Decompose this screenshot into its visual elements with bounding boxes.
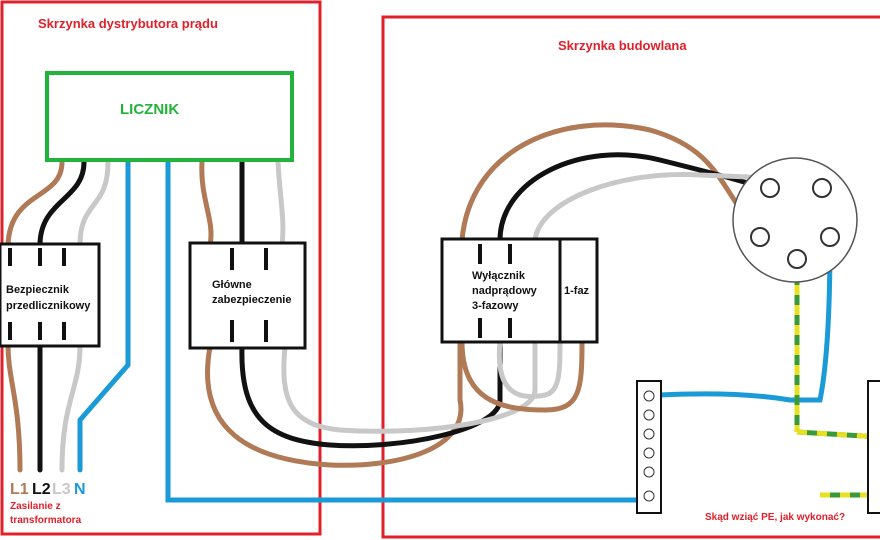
terminal-6 [643, 490, 655, 502]
main-protection-label-1: Główne [212, 279, 252, 291]
pre-fuse-contact-6 [62, 322, 66, 340]
terminal-1 [643, 390, 655, 402]
wire-n-in [77, 159, 131, 473]
pre-fuse-contact-4 [8, 322, 12, 340]
wire-pe-horizontal-yellow [796, 429, 880, 440]
single-phase-label: 1-faz [564, 285, 590, 297]
breaker-contact-3 [478, 318, 482, 338]
meter-label: LICZNIK [120, 101, 179, 118]
breaker-label-3: 3-fazowy [472, 300, 519, 312]
main-contact-4 [264, 320, 268, 342]
construction-box [381, 15, 880, 539]
wire-breaker-loop-brown [459, 339, 585, 413]
wire-l1-supply [5, 342, 23, 473]
pre-fuse-contact-2 [38, 248, 42, 266]
wire-meter-main-grey [275, 159, 286, 248]
terminal-3 [643, 428, 655, 440]
main-contact-2 [264, 248, 268, 270]
label-n: N [74, 481, 86, 498]
main-protection-label-2: zabezpieczenie [212, 294, 291, 306]
socket-pin-pe [787, 249, 807, 269]
terminal-2 [643, 409, 655, 421]
wire-breaker-socket-brown [459, 122, 763, 243]
main-contact-1 [230, 248, 234, 270]
label-l2: L2 [32, 481, 51, 498]
supply-note-1: Zasilanie z [10, 501, 61, 512]
socket-pin-right [820, 227, 840, 247]
breaker-contact-1 [478, 244, 482, 264]
breaker-contact-4 [508, 318, 512, 338]
breaker-label-2: nadprądowy [472, 285, 538, 297]
terminal-5 [643, 466, 655, 478]
pre-fuse-label-1: Bezpiecznik [6, 284, 70, 296]
construction-box-title: Skrzynka budowlana [558, 38, 687, 53]
pre-meter-fuse-box [0, 242, 101, 348]
wire-l3-in [77, 159, 111, 248]
wire-l1-in [5, 159, 65, 248]
pre-fuse-contact-3 [62, 248, 66, 266]
wire-n-terminal [165, 159, 643, 503]
meter-box [45, 71, 294, 162]
wire-terminal-socket-blue [657, 237, 833, 403]
breaker-label-1: Wyłącznik [472, 270, 526, 282]
pre-fuse-label-2: przedlicznikowy [6, 300, 91, 312]
distributor-box-title: Skrzynka dystrybutora prądu [38, 16, 218, 31]
pe-terminal-strip [867, 380, 880, 514]
breaker-box [440, 237, 599, 344]
socket-pin-left [750, 227, 770, 247]
pe-question: Skąd wziąć PE, jak wykonać? [705, 512, 845, 523]
pre-fuse-contact-1 [8, 248, 12, 266]
wire-breaker-loop-grey [496, 339, 563, 400]
pre-fuse-contact-5 [38, 322, 42, 340]
breaker-contact-2 [508, 244, 512, 264]
terminal-4 [643, 447, 655, 459]
wire-l2-in [37, 159, 87, 248]
wire-l3-supply [59, 342, 83, 473]
label-l1: L1 [10, 481, 29, 498]
socket-pin-top-right [812, 178, 832, 198]
wire-meter-main-brown [199, 159, 214, 248]
main-contact-3 [230, 320, 234, 342]
socket-pin-top-left [760, 178, 780, 198]
main-protection-box [188, 241, 307, 350]
supply-note-2: transformatora [10, 515, 82, 526]
label-l3: L3 [52, 481, 71, 498]
